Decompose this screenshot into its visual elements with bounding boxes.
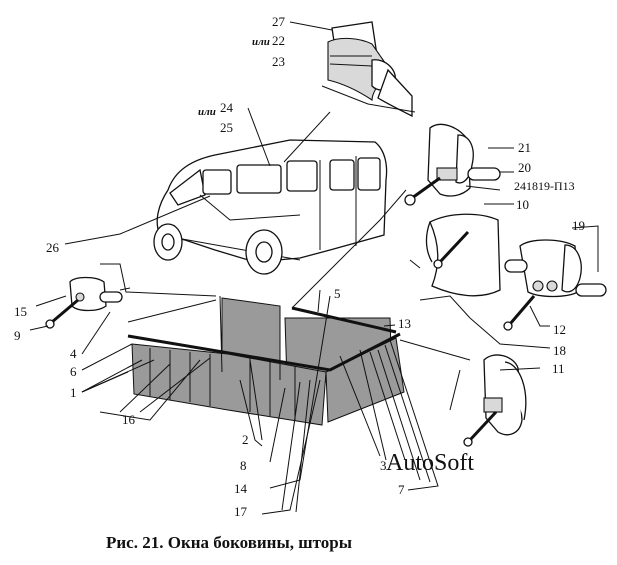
callout-15: 15: [14, 304, 27, 319]
callout-3: 3: [380, 458, 387, 473]
part-number-label: 241819-П13: [514, 179, 575, 193]
callout-12: 12: [553, 322, 566, 337]
callout-24: 24: [220, 100, 234, 115]
callout-5: 5: [334, 286, 341, 301]
callout-1: 1: [70, 385, 77, 400]
callout-27: 27: [272, 14, 286, 29]
callout-10: 10: [516, 197, 529, 212]
curtain-assembly: [127, 295, 405, 426]
callout-14: 14: [234, 481, 248, 496]
curtain-plate-10: [425, 213, 501, 297]
callout-21: 21: [518, 140, 531, 155]
figure-caption: Рис. 21. Окна боковины, шторы: [106, 533, 352, 552]
curtain-bracket-19: [503, 239, 607, 331]
callout-6: 6: [70, 364, 77, 379]
window-seal-profile: [327, 21, 413, 118]
callout-7: 7: [398, 482, 405, 497]
curtain-bracket-21: [404, 123, 501, 206]
callout-13: 13: [398, 316, 411, 331]
van-illustration: [153, 139, 388, 275]
label-or-2: или: [198, 106, 216, 118]
callout-19: 19: [572, 218, 585, 233]
callout-2: 2: [242, 432, 249, 447]
curtain-bracket-15: [45, 276, 123, 329]
callout-11: 11: [552, 361, 565, 376]
callout-17: 17: [234, 504, 248, 519]
callout-22: 22: [272, 33, 285, 48]
callout-16: 16: [122, 412, 136, 427]
callout-25: 25: [220, 120, 233, 135]
callout-4: 4: [70, 346, 77, 361]
leader-lines: [29, 21, 599, 515]
callout-18: 18: [553, 343, 566, 358]
watermark: AutoSoft: [386, 450, 474, 476]
callout-23: 23: [272, 54, 285, 69]
callout-labels: 27 или 22 23 или 24 25 21 20 241819-П13 …: [14, 14, 585, 519]
label-or-1: или: [252, 36, 270, 48]
callout-26: 26: [46, 240, 60, 255]
curtain-bracket-11: [463, 354, 527, 447]
callout-20: 20: [518, 160, 531, 175]
callout-9: 9: [14, 328, 21, 343]
callout-8: 8: [240, 458, 247, 473]
